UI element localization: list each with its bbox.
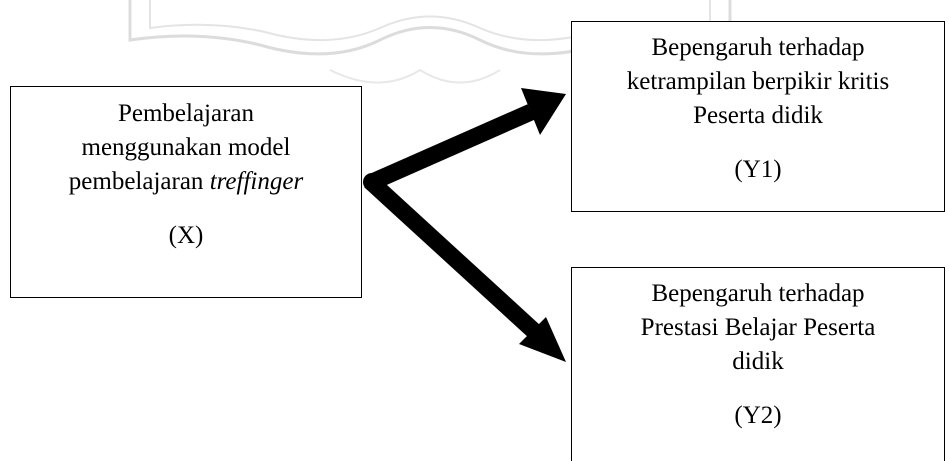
node-x-code: (X) [168, 222, 204, 249]
node-y2-line1: Bepengaruh terhadap [651, 280, 865, 307]
node-y2-code: (Y2) [734, 402, 782, 429]
node-x-line1: Pembelajaran [117, 100, 255, 127]
arrow-x-to-y1-shaft [366, 104, 535, 191]
node-x-box: Pembelajaran menggunakan model pembelaja… [10, 86, 362, 298]
arrow-x-to-y2-head [519, 317, 566, 362]
arrow-x-to-y1-head [521, 88, 566, 135]
node-x-line3-prefix: pembelajaran [68, 168, 210, 195]
node-y1-line3: Peserta didik [693, 102, 823, 129]
arrow-x-to-y2-shaft [364, 174, 541, 339]
node-y1-line1: Bepengaruh terhadap [651, 34, 865, 61]
node-x-line3: pembelajaran treffinger [11, 165, 361, 199]
node-y1-box: Bepengaruh terhadap ketrampilan berpikir… [571, 21, 945, 212]
node-x-line2: menggunakan model [81, 134, 291, 161]
node-y2-line3: didik [732, 348, 784, 375]
node-y2-box: Bepengaruh terhadap Prestasi Belajar Pes… [571, 267, 945, 461]
node-x-line3-italic: treffinger [209, 168, 304, 195]
node-y1-line2: ketrampilan berpikir kritis [626, 68, 890, 95]
node-y2-line2: Prestasi Belajar Peserta [640, 314, 876, 341]
node-y1-code: (Y1) [734, 156, 782, 183]
arrow-origin-joint [363, 173, 381, 191]
